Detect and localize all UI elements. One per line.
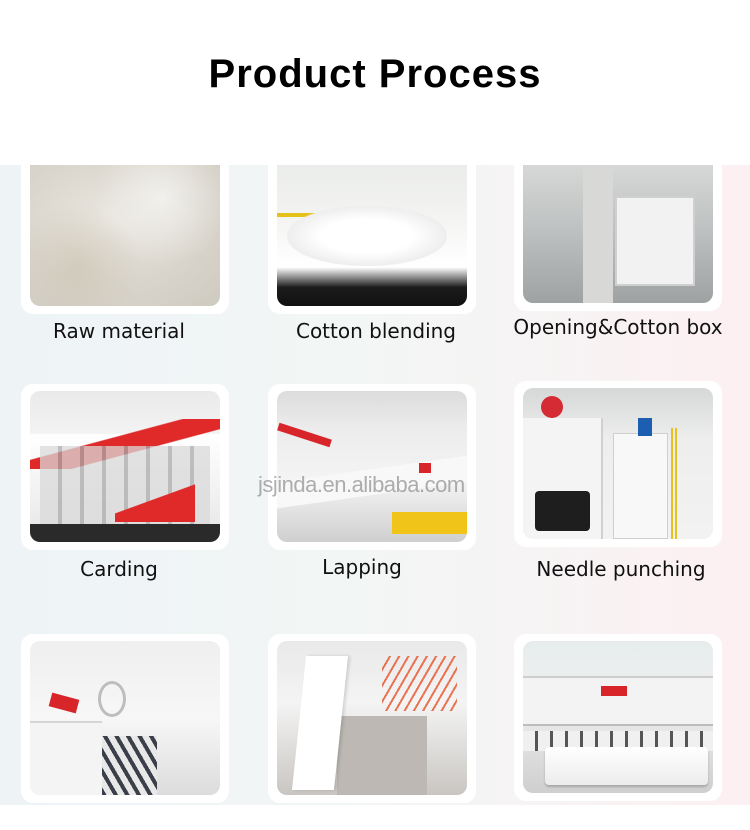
fabric-roll (545, 747, 708, 785)
step-label: Carding (80, 557, 158, 581)
pipe-column (583, 165, 613, 303)
step-card-opening-cotton-box[interactable] (514, 165, 722, 311)
finished-roll-photo (523, 641, 713, 793)
cotton-pile (287, 206, 447, 266)
control-knobs (523, 731, 713, 751)
step-label: Cotton blending (295, 319, 456, 343)
step-card-raw-material[interactable] (21, 165, 229, 314)
needle-punching-photo (523, 388, 713, 539)
brand-logo-icon (541, 396, 563, 418)
process-grid: Raw material Cotton blending Opening&Cot… (0, 165, 750, 805)
machine-frame (523, 676, 713, 726)
winding-photo (30, 641, 220, 795)
step-card-slitting[interactable] (268, 634, 476, 803)
red-motor (419, 463, 431, 473)
step-label: Raw material (53, 319, 185, 343)
red-tag (48, 692, 80, 714)
yellow-ladder (671, 428, 677, 539)
cotton-blending-photo (277, 165, 467, 306)
conveyor-belt (277, 455, 467, 509)
raw-material-photo (30, 165, 220, 306)
blue-motor (638, 418, 652, 436)
step-card-cotton-blending[interactable] (268, 165, 476, 314)
yellow-frame (392, 512, 467, 534)
red-accent (115, 482, 195, 522)
handwheel (98, 681, 126, 717)
punch-unit (613, 433, 668, 539)
red-stripe (277, 422, 332, 448)
red-nameplate (601, 686, 627, 696)
step-card-finished-roll[interactable] (514, 634, 722, 801)
lapping-photo (277, 391, 467, 542)
page-title: Product Process (208, 52, 542, 96)
floor (337, 716, 427, 795)
step-label: Needle punching (536, 557, 706, 581)
step-card-needle-punching[interactable] (514, 381, 722, 547)
slitting-photo (277, 641, 467, 795)
opening-cotton-box-photo (523, 165, 713, 303)
cabinet (30, 721, 102, 795)
carding-photo (30, 391, 220, 542)
step-label: Lapping (322, 555, 402, 579)
cotton-box-machine (615, 196, 695, 286)
machine-base (30, 524, 220, 542)
machine-window (535, 491, 590, 531)
orange-hoses (382, 656, 457, 711)
step-card-lapping[interactable] (268, 384, 476, 550)
step-label: Opening&Cotton box (513, 315, 723, 339)
fabric-rolls (102, 736, 157, 795)
step-card-winding[interactable] (21, 634, 229, 803)
step-card-carding[interactable] (21, 384, 229, 550)
